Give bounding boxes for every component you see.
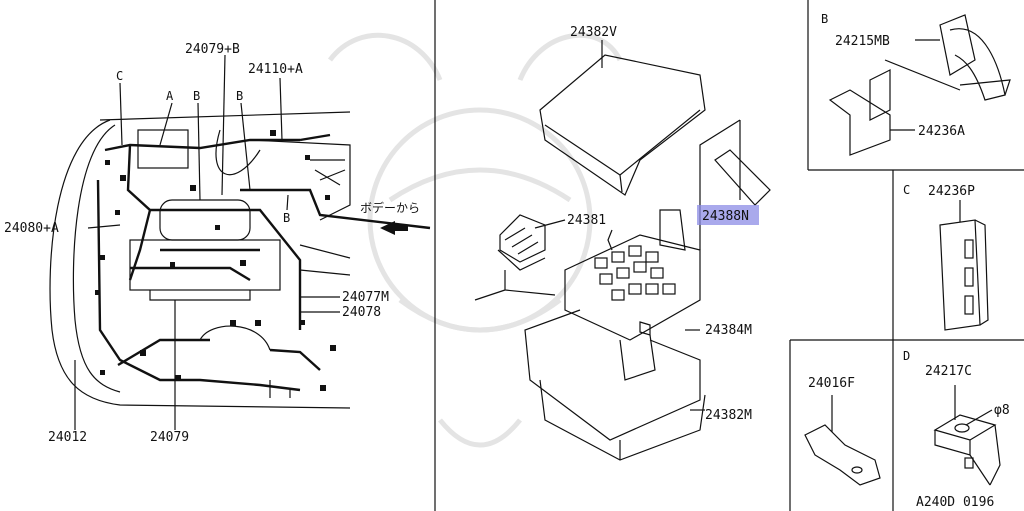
part-label-24382v: 24382V bbox=[570, 25, 617, 40]
part-label-24215mb: 24215MB bbox=[835, 34, 890, 49]
diagram-code: A240D 0196 bbox=[916, 495, 994, 510]
detail-letter-b: B bbox=[821, 12, 828, 26]
dimension-phi8: φ8 bbox=[994, 403, 1010, 418]
detail-letter-d: D bbox=[903, 349, 910, 363]
part-label-24384m: 24384M bbox=[705, 323, 752, 338]
part-label-24078: 24078 bbox=[342, 305, 381, 320]
part-label-24079B: 24079+B bbox=[185, 42, 240, 57]
part-label-24236p: 24236P bbox=[928, 184, 975, 199]
detail-c-drawing bbox=[939, 200, 989, 331]
part-highlight-24388n bbox=[697, 205, 759, 225]
part-label-24236a: 24236A bbox=[918, 124, 965, 139]
part-label-24077M: 24077M bbox=[342, 290, 389, 305]
bottom-part-drawing bbox=[804, 395, 881, 486]
callout-letter-b-2: B bbox=[236, 89, 243, 103]
callout-letter-b-3: B bbox=[283, 211, 290, 225]
part-label-24217c: 24217C bbox=[925, 364, 972, 379]
part-label-24381: 24381 bbox=[567, 213, 606, 228]
fuse-box-drawing bbox=[474, 40, 771, 461]
section-dividers bbox=[434, 0, 1024, 511]
callout-letter-c: C bbox=[116, 69, 123, 83]
detail-d-drawing bbox=[933, 385, 1001, 486]
engine-harness-drawing bbox=[49, 54, 431, 430]
bracket-24388n bbox=[714, 149, 771, 206]
fuse-block bbox=[564, 234, 701, 341]
detail-b-drawing bbox=[828, 14, 1011, 156]
detail-letter-c: C bbox=[903, 183, 910, 197]
engine-block bbox=[129, 239, 281, 291]
part-label-24080A: 24080+A bbox=[4, 221, 59, 236]
part-label-24110A: 24110+A bbox=[248, 62, 303, 77]
part-label-24382m: 24382M bbox=[705, 408, 752, 423]
arrow-left-icon bbox=[380, 221, 408, 235]
callout-letter-a: A bbox=[166, 89, 174, 103]
part-label-24012: 24012 bbox=[48, 430, 87, 445]
part-label-24016f: 24016F bbox=[808, 376, 855, 391]
from-body-label: ボデーから bbox=[360, 200, 420, 215]
part-label-24079: 24079 bbox=[150, 430, 189, 445]
intake-manifold bbox=[159, 199, 251, 241]
part-label-24388n: 24388N bbox=[702, 209, 749, 224]
callout-letter-b-1: B bbox=[193, 89, 200, 103]
relay-box bbox=[137, 129, 189, 169]
watermark bbox=[328, 32, 623, 448]
fuse-box-cover bbox=[539, 54, 706, 196]
fuse-holder bbox=[499, 214, 546, 263]
